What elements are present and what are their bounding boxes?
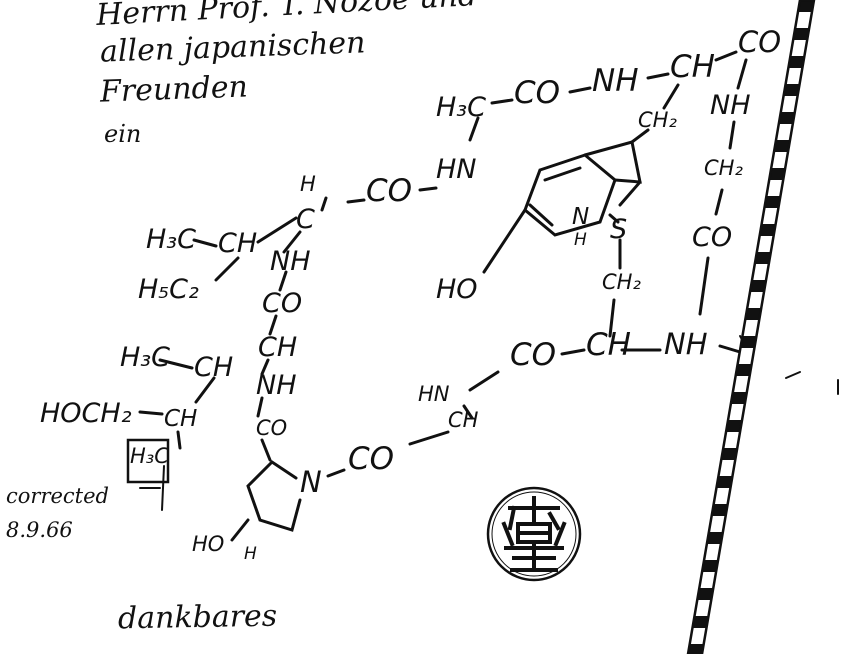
label-nh-ile: NH [270,246,311,277]
label-ch-ala: CH [448,408,479,432]
label-s-bridge: S [610,214,628,245]
dedication-line-4: ein [104,120,142,148]
label-ch-cys: CH [586,327,631,363]
label-n-pro: N [300,465,322,499]
label-co-top-2: CO [738,25,782,59]
label-h5c2-ile: H₅C₂ [138,274,199,305]
label-h-ile: H [300,172,316,196]
personal-seal-stamp-icon [486,486,582,582]
label-h-indole: H [574,230,587,250]
label-nh-top: NH [592,63,639,99]
label-h3c-box: H₃C [130,444,169,468]
label-hn-mid: HN [436,154,477,185]
correction-note-line-2: 8.9.66 [6,518,73,542]
label-ch2-cys: CH₂ [602,270,641,294]
label-ch-top: CH [670,49,715,85]
label-hn-ala: HN [418,382,450,406]
label-co-ala: CO [348,441,395,477]
label-hoch2: HOCH₂ [40,398,132,429]
label-nh-cys: NH [664,327,708,361]
label-ch-thr: CH [258,332,298,363]
label-nh-thr: NH [256,370,297,401]
correction-note-line-1: corrected [6,484,109,508]
label-ch-ile: CH [218,228,258,259]
label-h3c-ile: H₃C [146,224,196,255]
label-c-ile: C [296,204,315,235]
label-co-right: CO [692,222,733,253]
label-ch2-right: CH₂ [704,156,743,180]
label-h-pro: H [244,544,257,564]
label-ho-pro: HO [192,532,225,556]
label-ch-thr-side: CH [194,352,234,383]
label-co-thr: CO [256,416,288,440]
striped-pole-border-icon [686,0,816,654]
label-co-ile: CO [262,288,303,319]
label-ho-indole: HO [436,274,478,305]
label-co-cys: CO [510,337,557,373]
label-h3c-top: H₃C [436,92,486,123]
label-ch-hyd: CH [164,406,198,432]
label-ch2-trp: CH₂ [638,108,677,132]
label-co-mid: CO [366,173,413,209]
label-nh-right: NH [710,90,751,121]
label-h3c-thr: H₃C [120,342,170,373]
label-co-top-1: CO [514,75,561,111]
label-n-indole: N [572,204,590,230]
